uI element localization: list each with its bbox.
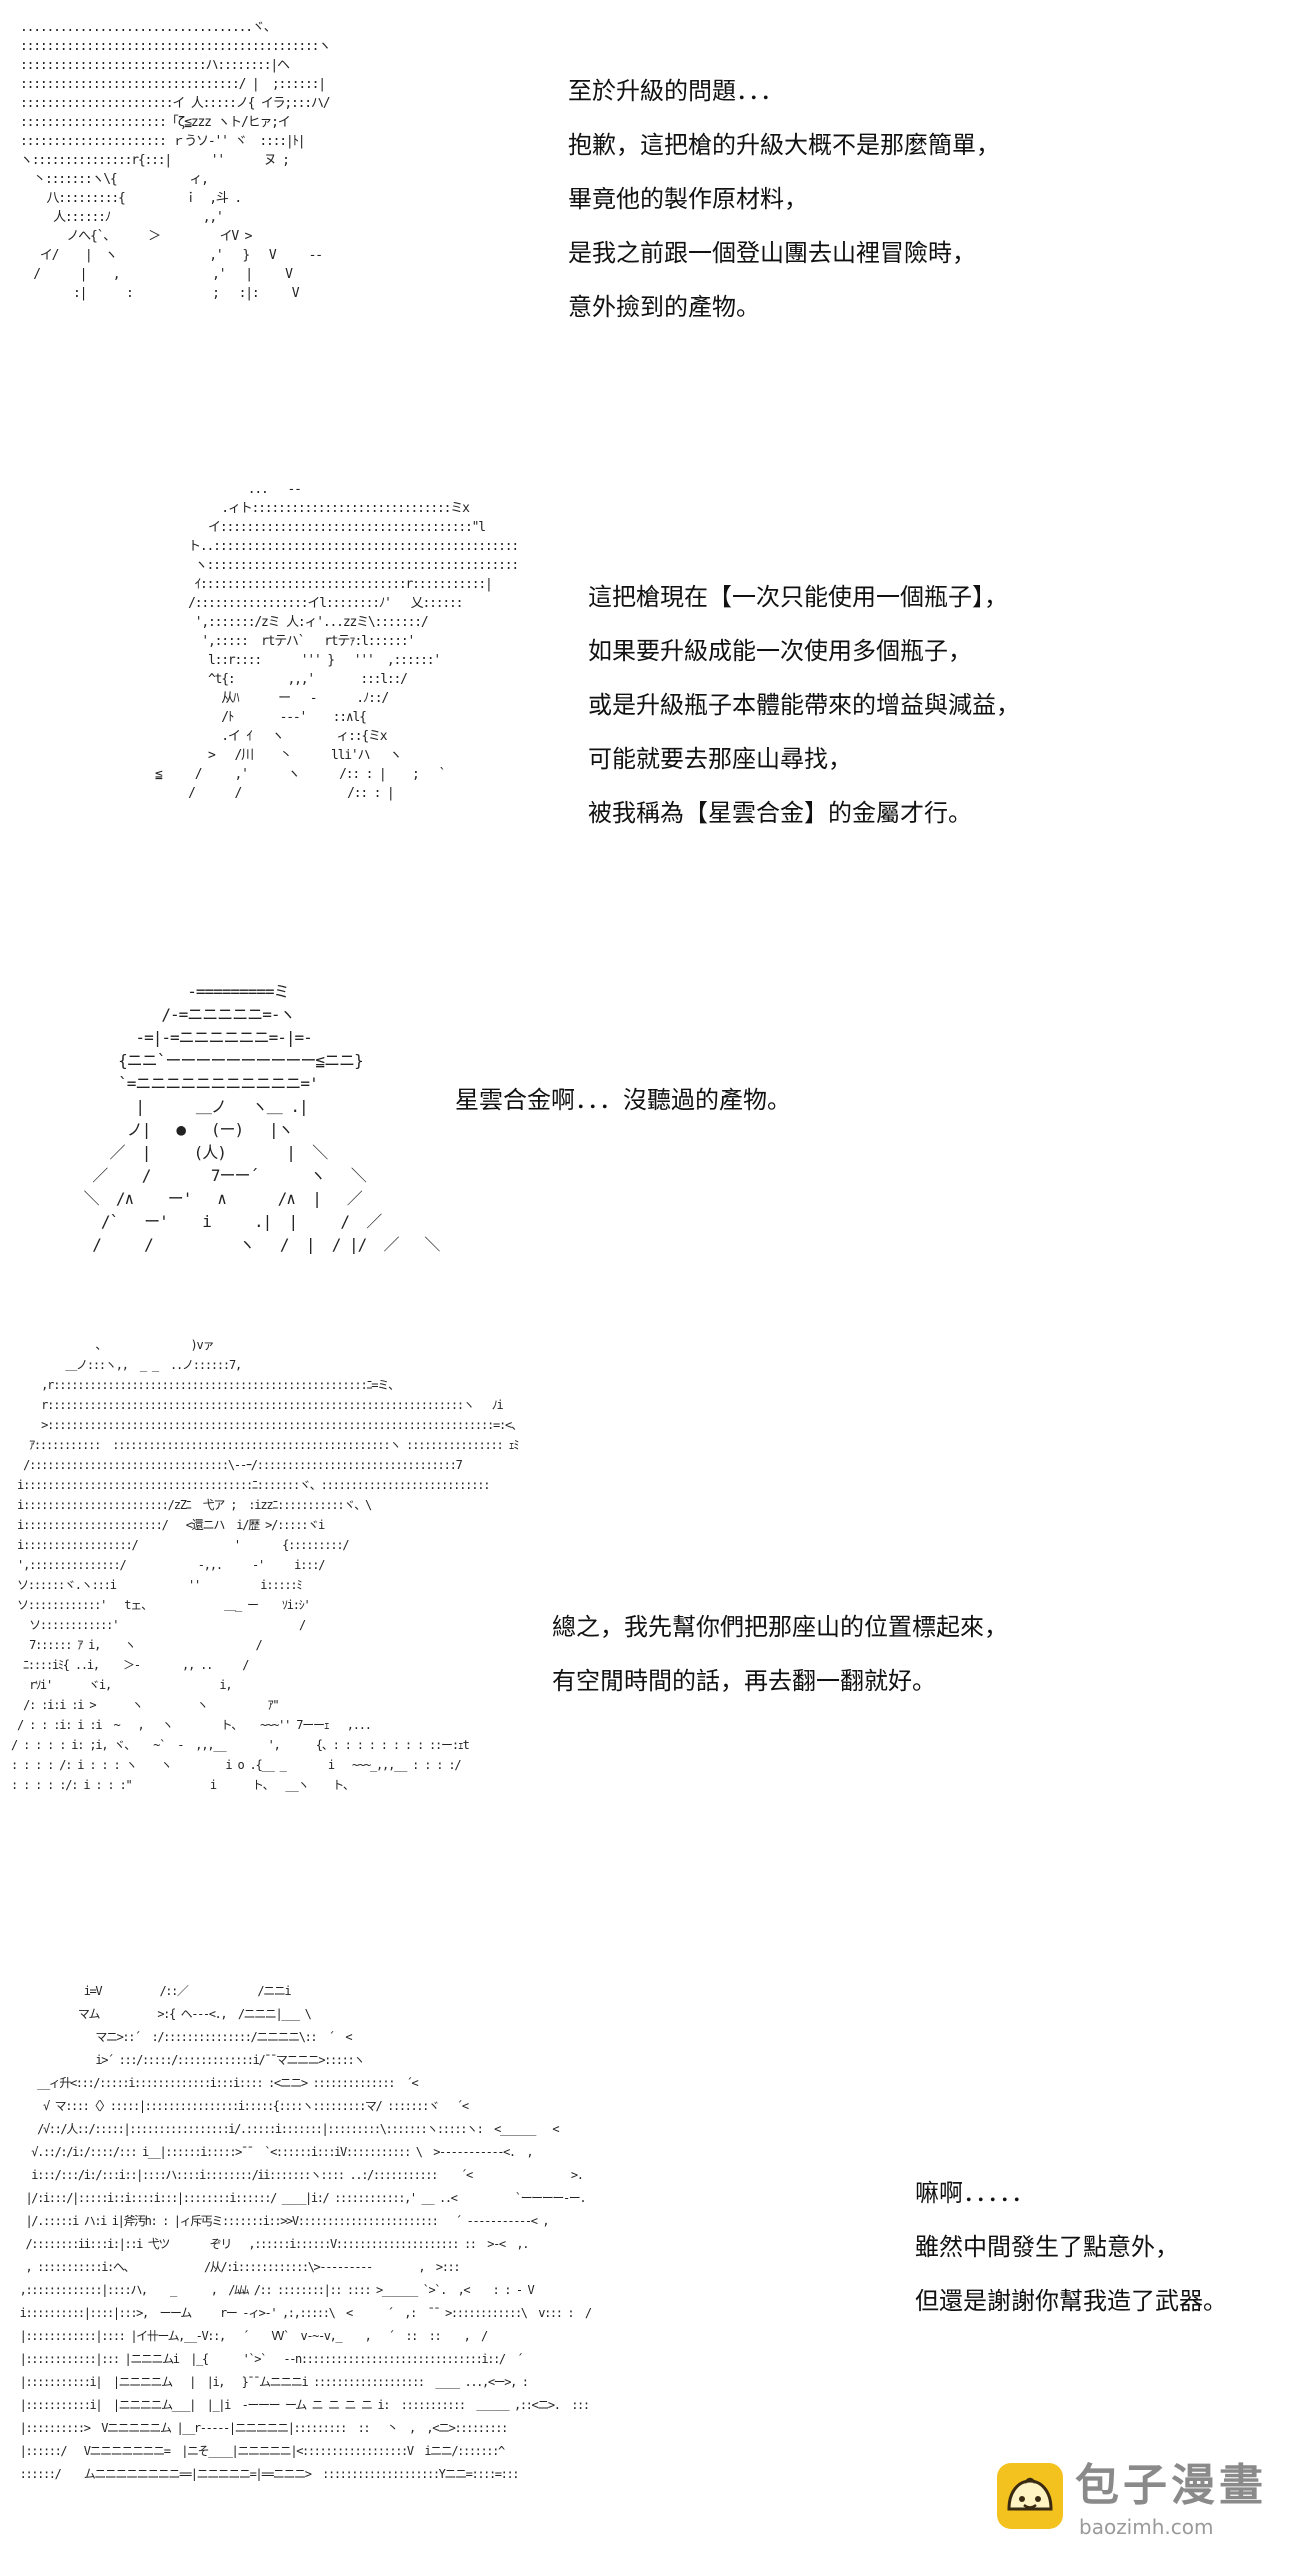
- watermark: 包子漫畫 baozimh.com: [995, 2455, 1295, 2550]
- dialogue-line: 但還是謝謝你幫我造了武器。: [915, 2287, 1227, 2315]
- watermark-url: baozimh.com: [1079, 2515, 1214, 2539]
- panel-4: 、 )vァ ＿ノ:::ヽ,, _ _ ..ノ::::::7, ,r:::::::…: [0, 1335, 1300, 1935]
- dialogue-line: 這把槍現在【一次只能使用一個瓶子】，: [588, 583, 1008, 611]
- dialogue-box: 總之，我先幫你們把那座山的位置標起來， 有空閒時間的話，再去翻一翻就好。: [552, 1600, 1008, 1708]
- dialogue-line: 可能就要去那座山尋找，: [588, 745, 852, 773]
- dialogue-line: 抱歉，這把槍的升級大概不是那麼簡單，: [568, 131, 1000, 159]
- dialogue-line: 總之，我先幫你們把那座山的位置標起來，: [552, 1613, 1008, 1641]
- steamed-bun-logo-icon: [997, 2463, 1063, 2529]
- dialogue-line: 星雲合金啊．．．沒聽過的產物。: [455, 1086, 791, 1114]
- dialogue-box: 這把槍現在【一次只能使用一個瓶子】， 如果要升級成能一次使用多個瓶子， 或是升級…: [588, 570, 1020, 840]
- ascii-art-character: 、 )vァ ＿ノ:::ヽ,, _ _ ..ノ::::::7, ,r:::::::…: [11, 1338, 523, 1792]
- dialogue-box: 嘛啊．．．．． 雖然中間發生了點意外， 但還是謝謝你幫我造了武器。: [915, 2166, 1227, 2328]
- panel-3: -=========ミ /-=ニニニニニ=-ヽ -=|-=ニニニニニニ=-|=-…: [0, 970, 1300, 1300]
- panel-1: ...................................ヾ、 ::…: [0, 0, 1300, 440]
- dialogue-line: 被我稱為【星雲合金】的金屬才行。: [588, 799, 972, 827]
- ascii-art-character: ...................................ヾ、 ::…: [20, 20, 331, 301]
- ascii-art-character: -=========ミ /-=ニニニニニ=-ヽ -=|-=ニニニニニニ=-|=-…: [83, 982, 441, 1254]
- dialogue-line: 或是升級瓶子本體能帶來的增益與減益，: [588, 691, 1020, 719]
- panel-5: i=V /::／ /ニニi マム >:{ ヘ---<., /ニニニ|___ \ …: [0, 1960, 1300, 2550]
- dialogue-line: 畢竟他的製作原材料，: [568, 185, 808, 213]
- dialogue-line: 意外撿到的產物。: [568, 293, 760, 321]
- ascii-art-character: ... -- .ィト::::::::::::::::::::::::::::::…: [155, 482, 519, 801]
- panel-2: ... -- .ィト::::::::::::::::::::::::::::::…: [0, 470, 1300, 950]
- dialogue-line: 雖然中間發生了點意外，: [915, 2233, 1179, 2261]
- dialogue-line: 至於升級的問題．．．: [568, 77, 784, 105]
- dialogue-line: 嘛啊．．．．．: [915, 2179, 1035, 2207]
- dialogue-line: 是我之前跟一個登山團去山裡冒險時，: [568, 239, 976, 267]
- dialogue-line: 有空閒時間的話，再去翻一翻就好。: [552, 1667, 936, 1695]
- dialogue-box: 星雲合金啊．．．沒聽過的產物。: [455, 1073, 791, 1127]
- watermark-title: 包子漫畫: [1075, 2460, 1267, 2511]
- dialogue-box: 至於升級的問題．．． 抱歉，這把槍的升級大概不是那麼簡單， 畢竟他的製作原材料，…: [568, 64, 1000, 334]
- dialogue-line: 如果要升級成能一次使用多個瓶子，: [588, 637, 972, 665]
- ascii-art-character: i=V /::／ /ニニi マム >:{ ヘ---<., /ニニニ|___ \ …: [19, 1984, 592, 2481]
